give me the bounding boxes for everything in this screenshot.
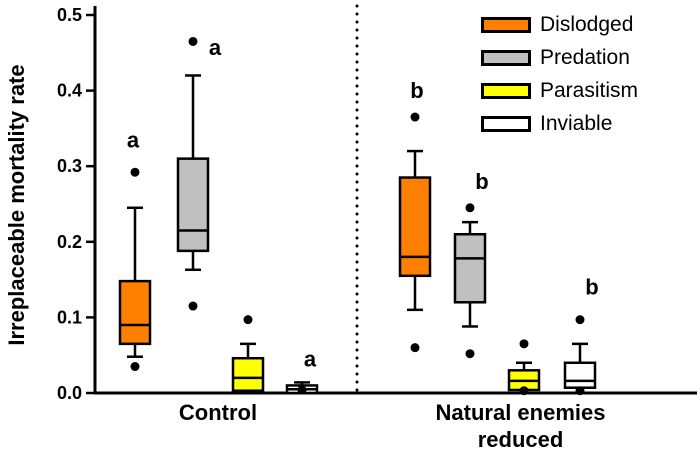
legend-label-inviable: Inviable	[540, 112, 613, 135]
group-label-natural-enemies-reduced: Natural enemies reduced	[435, 400, 606, 452]
significance-letter: b	[410, 78, 423, 103]
outlier-point	[243, 315, 253, 325]
outlier-point	[410, 343, 420, 353]
y-axis-title: Irreplaceable mortality rate	[4, 64, 29, 346]
outlier-point	[297, 385, 307, 395]
legend-swatch-predation	[481, 50, 531, 66]
legend-swatch-inviable	[481, 116, 531, 132]
outlier-point	[465, 349, 475, 359]
outlier-point	[465, 203, 475, 213]
legend-item-dislodged: Dislodged	[481, 13, 638, 37]
outlier-point	[519, 339, 529, 349]
y-tick-label: 0.3	[57, 156, 82, 176]
legend-label-parasitism: Parasitism	[540, 79, 639, 102]
outlier-point	[130, 362, 140, 372]
box-parasitism	[231, 356, 265, 392]
box-dislodged	[398, 176, 432, 278]
outlier-point	[575, 386, 585, 396]
significance-letter: a	[304, 347, 317, 372]
outlier-point	[575, 315, 585, 325]
significance-letter: b	[585, 275, 598, 300]
group-label-control: Control	[178, 400, 258, 425]
box-dislodged	[118, 279, 152, 346]
outlier-point	[130, 167, 140, 177]
legend-swatch-parasitism	[481, 83, 531, 99]
legend-item-inviable: Inviable	[481, 112, 638, 136]
legend-item-parasitism: Parasitism	[481, 79, 638, 103]
outlier-point	[188, 36, 198, 46]
box-predation	[453, 232, 487, 304]
significance-letter: b	[475, 169, 488, 194]
legend: Dislodged Predation Parasitism Inviable	[481, 13, 638, 145]
outlier-point	[188, 301, 198, 311]
legend-item-predation: Predation	[481, 46, 638, 70]
box-predation	[176, 157, 210, 253]
significance-letter: a	[209, 35, 222, 60]
legend-label-dislodged: Dislodged	[540, 13, 634, 36]
outlier-point	[410, 112, 420, 122]
y-tick-label: 0.2	[57, 232, 82, 252]
y-tick-label: 0.1	[57, 307, 82, 327]
y-tick-label: 0.0	[57, 383, 82, 403]
significance-letter: a	[127, 127, 140, 152]
y-tick-label: 0.5	[57, 5, 82, 25]
outlier-point	[519, 386, 529, 396]
legend-label-predation: Predation	[540, 46, 630, 69]
legend-swatch-dislodged	[481, 17, 531, 33]
y-tick-label: 0.4	[57, 81, 82, 101]
box-inviable	[563, 361, 597, 389]
